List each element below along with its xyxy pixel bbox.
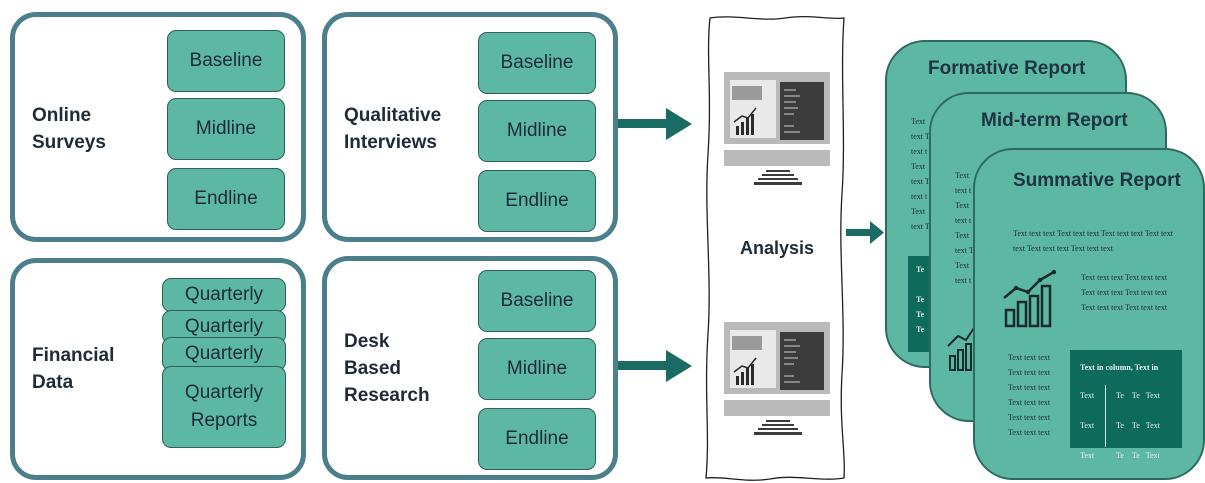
group-label: Online Surveys (32, 105, 106, 153)
group-label: Qualitative Interviews (344, 105, 442, 153)
report-title: Mid-term Report (981, 110, 1128, 131)
phase-box: Quarterly Reports (162, 366, 286, 448)
phase-box: Midline (478, 100, 596, 162)
phase-box: Midline (167, 98, 285, 160)
group-label: Financial Data (32, 345, 115, 393)
report-table (908, 256, 930, 352)
analysis-label: Analysis (740, 238, 815, 258)
report-list: Text text text Text text text Text text … (1008, 353, 1051, 437)
table-divider (1105, 385, 1106, 447)
report-paragraph: Text text text Text text text Text text … (1013, 229, 1173, 253)
phase-box: Midline (478, 338, 596, 400)
report-text: Text text T text t Text text T text t Te… (911, 117, 930, 231)
computer-monitor-icon (724, 72, 830, 185)
chart-icon (1003, 269, 1057, 328)
phase-box: Endline (478, 170, 596, 232)
report-table (1070, 350, 1182, 448)
arrow-icon (618, 350, 692, 382)
report-table-header: Text in column, Text in (1080, 363, 1159, 372)
report-title: Formative Report (928, 58, 1086, 79)
report-text: Text text t Text text t Text text T Text… (955, 171, 974, 285)
arrow-icon (846, 221, 884, 244)
report-table-cells: Te Te Text Te Te Text Te Te Text (1116, 391, 1160, 460)
phase-box: Baseline (167, 30, 285, 92)
group-label: Desk Based Research (344, 331, 430, 406)
report-table-cells: Text Text Text (1080, 391, 1095, 460)
report-side-text: Text text text Text text text Text text … (1081, 273, 1168, 312)
report-table-text: Te Te Te Te (916, 265, 925, 334)
phase-box: Endline (478, 408, 596, 470)
chart-icon (947, 327, 975, 371)
computer-monitor-icon (724, 322, 830, 435)
phase-box: Baseline (478, 32, 596, 94)
phase-box: Baseline (478, 270, 596, 332)
phase-box: Endline (167, 168, 285, 230)
arrow-icon (618, 108, 692, 140)
phase-box: Quarterly (162, 278, 286, 312)
report-title: Summative Report (1013, 170, 1181, 191)
